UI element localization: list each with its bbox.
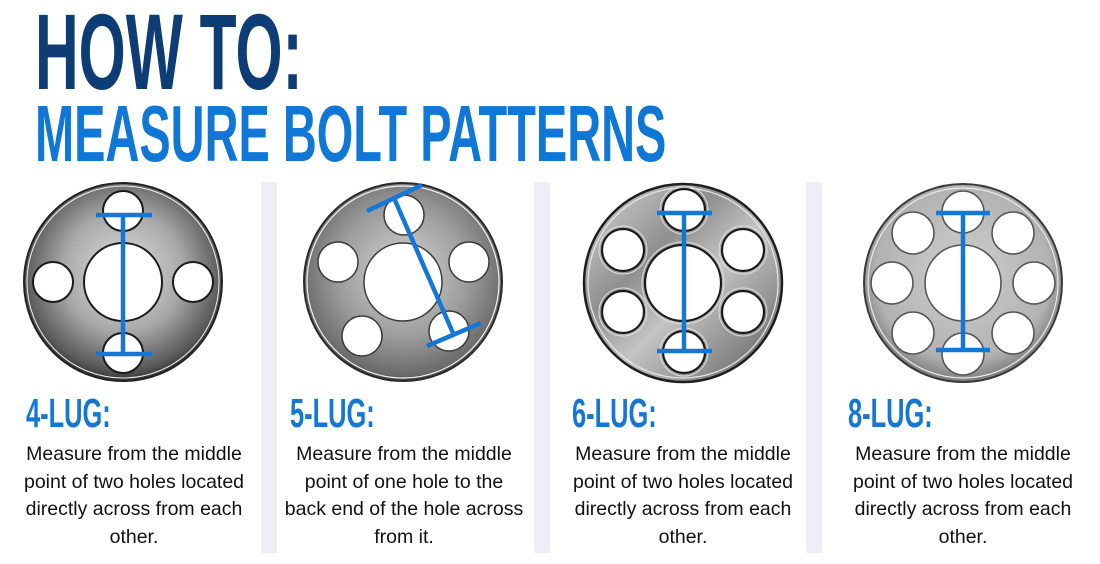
8-lug-wheel-diagram-icon [863, 183, 1063, 383]
column-divider [261, 182, 277, 553]
5-lug-wheel-diagram-icon [303, 182, 503, 382]
column-divider [806, 182, 822, 553]
measurement-line-icon [366, 182, 482, 349]
6-lug-wheel-diagram-icon [582, 182, 784, 384]
4-lug-wheel-diagram-icon [23, 182, 223, 382]
description-5-lug: Measure from the middle point of one hol… [284, 443, 524, 549]
description-8-lug: Measure from the middle point of two hol… [852, 443, 1074, 549]
heading-6-lug: 6-LUG: [572, 390, 657, 436]
heading-5-lug: 5-LUG: [290, 390, 375, 436]
measurement-line-icon [936, 210, 990, 353]
heading-8-lug: 8-LUG: [848, 390, 933, 436]
measurement-line-icon [657, 210, 712, 354]
description-4-lug: Measure from the middle point of two hol… [23, 443, 245, 549]
column-divider [534, 182, 550, 553]
title-how-to: HOW TO: [35, 0, 303, 112]
measurement-line-icon [96, 212, 152, 357]
title-measure-bolt-patterns: MEASURE BOLT PATTERNS [35, 89, 667, 178]
description-6-lug: Measure from the middle point of two hol… [572, 443, 794, 549]
heading-4-lug: 4-LUG: [26, 390, 111, 436]
